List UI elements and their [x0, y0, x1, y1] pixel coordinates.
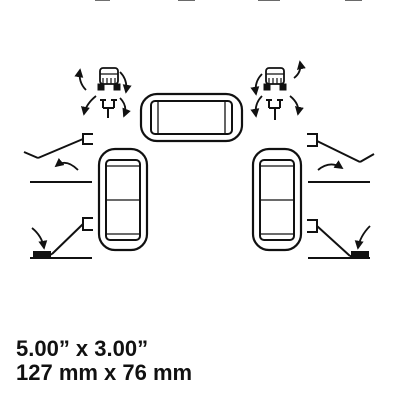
- dimensions-imperial: 5.00” x 3.00”: [16, 336, 149, 361]
- fold-arrow-icon: [317, 160, 344, 171]
- mirror-unit-icon: [307, 133, 375, 183]
- vehicle-front-view-icon: [263, 67, 287, 91]
- mirror-unit-icon: [100, 99, 117, 118]
- mirror-unit-icon: [23, 133, 93, 183]
- vehicle-top-view-icon: [139, 92, 244, 143]
- dimensions-label: 5.00” x 3.00” 127 mm x 76 mm: [16, 337, 192, 385]
- mirror-unit-icon: [266, 99, 283, 120]
- rotate-arrow-icon: [74, 68, 132, 118]
- dimensions-metric: 127 mm x 76 mm: [16, 360, 193, 385]
- fold-arrow-icon: [354, 225, 371, 250]
- rotate-arrow-icon: [250, 60, 306, 118]
- vehicle-top-view-icon: [251, 147, 303, 252]
- vehicle-top-view-icon: [97, 147, 149, 252]
- vehicle-front-view-icon: [97, 67, 121, 91]
- fold-arrow-icon: [54, 157, 79, 171]
- mirror-unit-icon: [307, 219, 370, 259]
- mirror-unit-icon: [30, 217, 93, 259]
- fold-arrow-icon: [31, 227, 48, 250]
